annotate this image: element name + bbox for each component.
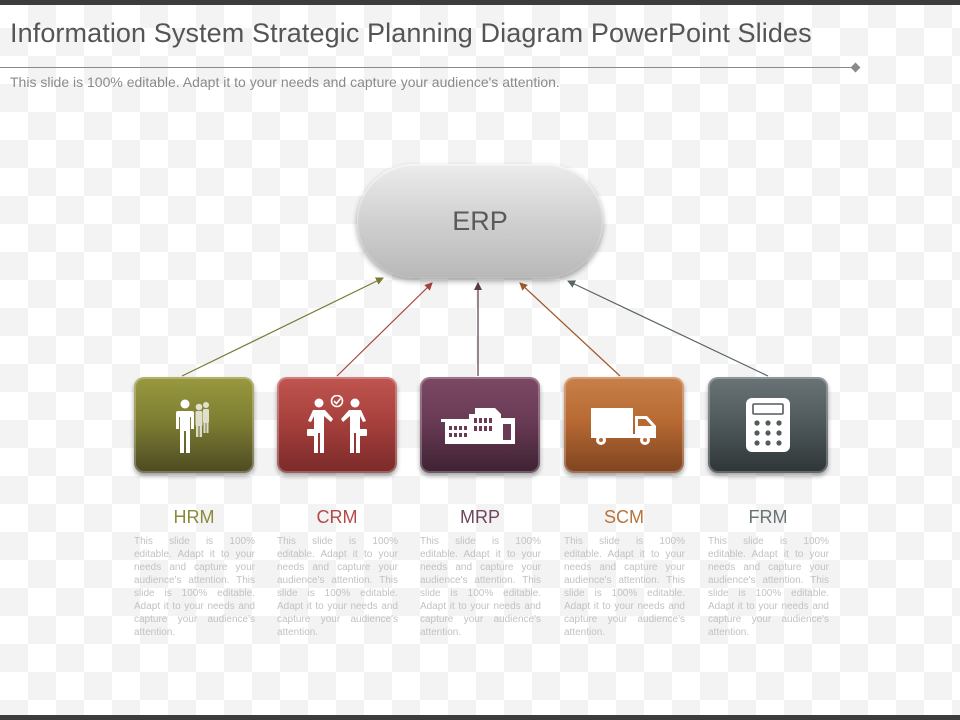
module-frm-description: This slide is 100% editable. Adapt it to… <box>708 536 829 638</box>
module-crm-description: This slide is 100% editable. Adapt it to… <box>277 536 398 638</box>
module-crm-label: CRM <box>316 507 358 527</box>
people-group-icon <box>172 395 216 455</box>
module-scm <box>564 377 684 473</box>
module-mrp <box>420 377 540 473</box>
module-hrm <box>134 377 254 473</box>
arrow-scm-to-erp <box>519 282 621 377</box>
module-crm <box>277 377 397 473</box>
module-frm-label: FRM <box>748 507 788 527</box>
module-frm <box>708 377 828 473</box>
slide-title: Information System Strategic Planning Di… <box>10 18 812 48</box>
module-scm-description: This slide is 100% editable. Adapt it to… <box>564 536 685 638</box>
erp-hub: ERP <box>357 164 603 278</box>
module-hrm-label: HRM <box>173 507 215 527</box>
top-border <box>0 0 960 5</box>
arrow-frm-to-erp <box>567 280 769 377</box>
arrow-hrm-to-erp <box>181 277 384 377</box>
bottom-border <box>0 715 960 720</box>
calculator-icon <box>746 398 790 452</box>
factory-building-icon <box>441 404 519 446</box>
title-divider <box>0 67 855 68</box>
erp-hub-label: ERP <box>452 205 508 236</box>
module-mrp-description: This slide is 100% editable. Adapt it to… <box>420 536 541 638</box>
arrow-crm-to-erp <box>336 282 433 377</box>
module-scm-label: SCM <box>604 507 644 527</box>
module-hrm-description: This slide is 100% editable. Adapt it to… <box>134 536 255 638</box>
module-mrp-label: MRP <box>460 507 500 527</box>
handshake-deal-icon <box>305 395 369 455</box>
delivery-truck-icon <box>589 404 659 446</box>
slide-subtitle: This slide is 100% editable. Adapt it to… <box>10 74 560 90</box>
